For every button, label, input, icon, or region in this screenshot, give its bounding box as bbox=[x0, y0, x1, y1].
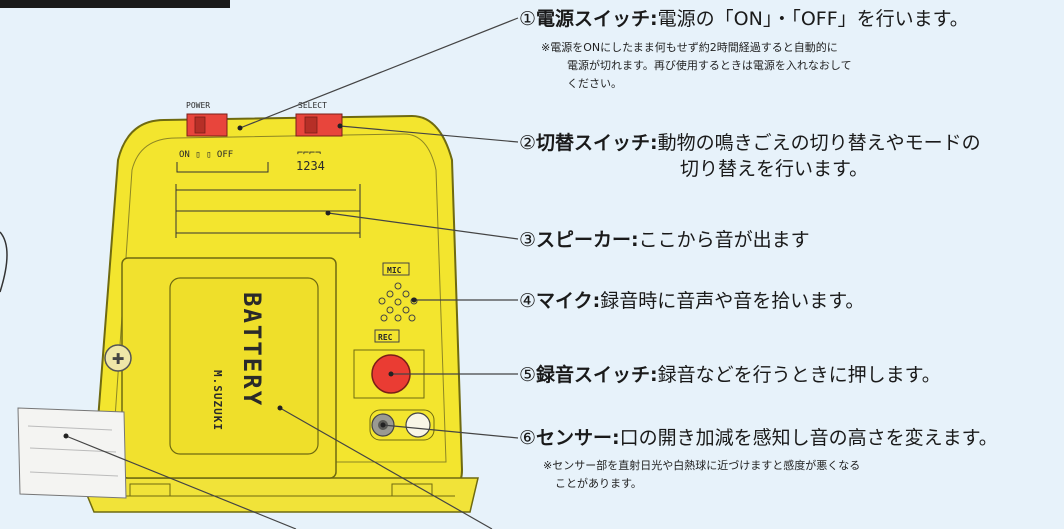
battery-label: BATTERY bbox=[238, 292, 266, 407]
callout-number: ③ bbox=[519, 229, 537, 251]
maker-label: M.SUZUKI bbox=[211, 370, 224, 431]
callout-select-desc-2: 切り替えを行います。 bbox=[680, 158, 869, 180]
select-switch[interactable] bbox=[295, 113, 343, 137]
power-bracket bbox=[176, 162, 269, 173]
speaker-grille bbox=[175, 184, 361, 238]
power-label: POWER bbox=[186, 101, 210, 110]
callout-desc: 電源の「ON」・「OFF」を行います。 bbox=[657, 8, 969, 30]
callout-power-note-1: ※電源をONにしたまま何もせず約2時間経過すると自動的に bbox=[541, 41, 838, 54]
callout-desc: 録音時に音声や音を拾います。 bbox=[600, 290, 865, 312]
header-fragment bbox=[0, 0, 230, 8]
callout-desc: ここから音が出ます bbox=[638, 229, 810, 251]
callout-desc: 録音などを行うときに押します。 bbox=[657, 364, 941, 386]
screw bbox=[104, 344, 132, 372]
select-label: SELECT bbox=[298, 101, 327, 110]
device-stand bbox=[78, 477, 479, 513]
callout-title: 録音スイッチ: bbox=[536, 364, 658, 386]
left-edge-arc bbox=[0, 231, 8, 293]
callout-sensor-note-1: ※センサー部を直射日光や白熱球に近づけますと感度が悪くなる bbox=[543, 459, 861, 472]
callout-power-switch: ①電源スイッチ:電源の「ON」・「OFF」を行います。 bbox=[519, 7, 969, 31]
callout-rec-switch: ⑤録音スイッチ:録音などを行うときに押します。 bbox=[519, 363, 941, 387]
select-numbers: 1234 bbox=[296, 159, 325, 173]
callout-power-note-3: ください。 bbox=[567, 77, 622, 90]
strap bbox=[17, 407, 127, 499]
callout-desc: 口の開き加減を感知し音の高さを変えます。 bbox=[619, 427, 998, 449]
rec-label-box bbox=[374, 329, 400, 343]
callout-number: ① bbox=[519, 8, 537, 30]
select-marks: ⌐⌐⌐¬ bbox=[297, 148, 321, 159]
callout-title: スピーカー: bbox=[536, 229, 639, 251]
callout-title: 切替スイッチ: bbox=[536, 132, 658, 154]
strap-folds bbox=[27, 425, 119, 477]
mic-label: MIC bbox=[387, 266, 402, 275]
leader-lines bbox=[65, 17, 519, 529]
callout-select-switch: ②切替スイッチ:動物の鳴きごえの切り替えやモードの bbox=[519, 131, 981, 155]
callout-speaker: ③スピーカー:ここから音が出ます bbox=[519, 228, 810, 252]
screw-icon: ✚ bbox=[112, 350, 125, 368]
sensor-light bbox=[405, 412, 431, 438]
mic-label-box bbox=[382, 262, 410, 276]
callout-number: ② bbox=[519, 132, 537, 154]
callout-desc: 動物の鳴きごえの切り替えやモードの bbox=[657, 132, 981, 154]
callout-mic: ④マイク:録音時に音声や音を拾います。 bbox=[519, 289, 864, 313]
callout-sensor: ⑥センサー:口の開き加減を感知し音の高さを変えます。 bbox=[519, 426, 998, 450]
callout-sensor-note-2: ことがあります。 bbox=[555, 477, 642, 490]
power-switch[interactable] bbox=[186, 113, 228, 137]
callout-power-note-2: 電源が切れます。再び使用するときは電源を入れなおして bbox=[567, 59, 852, 72]
mic-holes bbox=[378, 282, 418, 322]
callout-number: ④ bbox=[519, 290, 537, 312]
callout-title: 電源スイッチ: bbox=[536, 8, 658, 30]
stand-slot-left bbox=[129, 483, 171, 497]
power-switch-knob bbox=[194, 116, 206, 134]
rec-label: REC bbox=[378, 333, 393, 342]
callout-number: ⑤ bbox=[519, 364, 537, 386]
sensor-frame bbox=[369, 409, 435, 441]
callout-title: センサー: bbox=[536, 427, 620, 449]
select-switch-knob bbox=[304, 116, 318, 134]
callout-title: マイク: bbox=[536, 290, 601, 312]
leader-dots bbox=[63, 123, 417, 439]
callout-number: ⑥ bbox=[519, 427, 537, 449]
power-states: ON ▯ ▯ OFF bbox=[179, 150, 233, 160]
